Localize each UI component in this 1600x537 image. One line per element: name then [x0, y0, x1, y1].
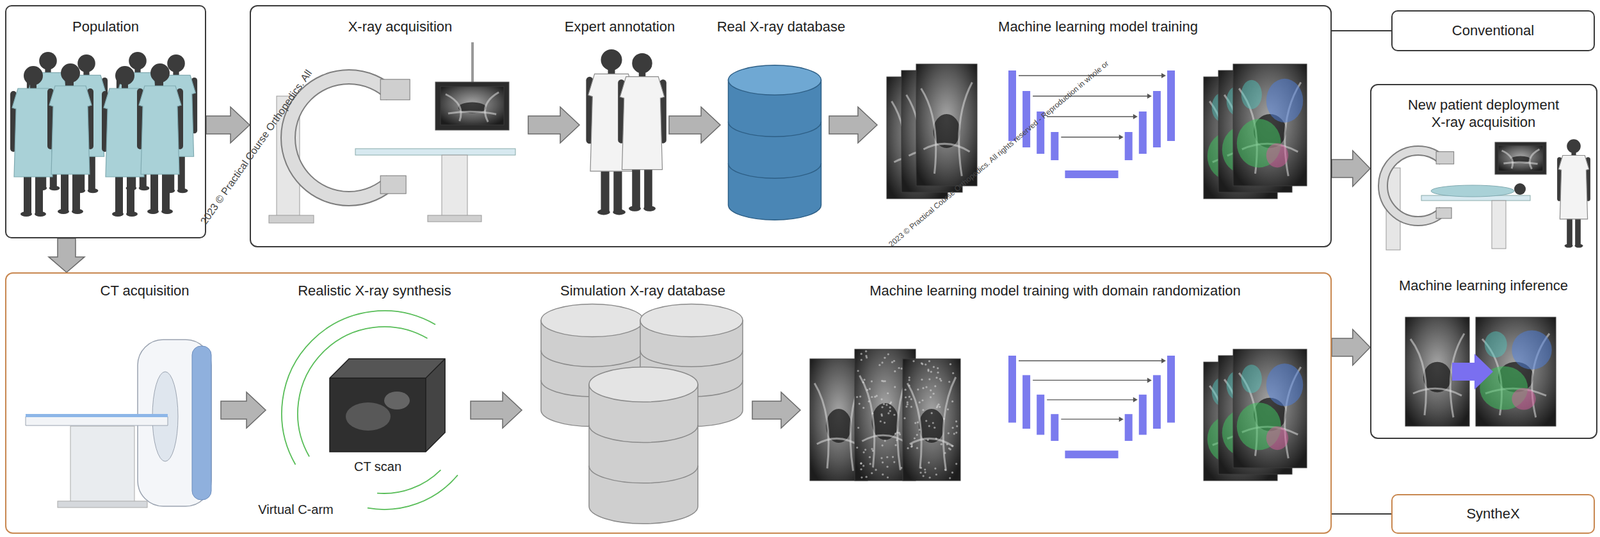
stage-label: New patient deployment X-ray acquisition [1400, 96, 1567, 132]
population-figures [10, 51, 198, 217]
stage-label: Simulation X-ray database [560, 281, 726, 300]
ct-scanner [25, 339, 212, 508]
unet-model [1008, 70, 1175, 178]
synthex-pipeline-panel: CT acquisition Realistic X-ray synthesis S… [5, 272, 1332, 534]
segmentation-stack [1203, 348, 1307, 481]
stage-label: Machine learning inference [1398, 276, 1568, 295]
ct-volume [329, 358, 445, 452]
block-arrow [1331, 150, 1371, 187]
pipeline-tag: Conventional [1391, 10, 1595, 52]
watermark: 2023 © Practical Course Orthopedics. All… [886, 58, 1111, 249]
real-database [728, 65, 822, 220]
connector-line [1331, 512, 1392, 515]
tag-label: Conventional [1452, 21, 1535, 40]
illustration-label: Virtual C-arm [258, 501, 333, 517]
simulated-xray-set [809, 348, 961, 481]
block-arrow [206, 106, 250, 143]
conventional-pipeline-panel: X-ray acquisition Expert annotation Real X… [249, 5, 1332, 248]
stage-label: Population [72, 17, 139, 36]
tag-label: SyntheX [1466, 504, 1520, 523]
connector-line [1331, 30, 1392, 32]
illustration-label: CT scan [354, 458, 402, 474]
population-panel: Population [5, 5, 207, 239]
stage-label: Realistic X-ray synthesis [297, 281, 452, 300]
pipeline-tag: SyntheX [1391, 493, 1595, 534]
stage-label: Real X-ray database [717, 17, 846, 36]
stage-label: Expert annotation [564, 17, 675, 36]
xray-stack [886, 64, 978, 199]
deployment-illustration [1382, 138, 1591, 426]
virtual-c-arm [281, 310, 458, 510]
unet-model [1008, 355, 1175, 458]
c-arm-illustration [268, 42, 516, 223]
deployment-panel: New patient deployment X-ray acquisition… [1370, 83, 1598, 439]
segmentation-stack [1203, 64, 1307, 199]
stage-label: X-ray acquisition [348, 17, 453, 36]
stage-label: CT acquisition [100, 281, 190, 300]
simulation-database [541, 303, 743, 524]
block-arrow [1331, 329, 1371, 365]
stage-label: Machine learning model training [998, 17, 1198, 36]
watermark: 2023 © Practical Course Orthopedics. All [197, 67, 315, 228]
expert-figures [585, 49, 666, 216]
stage-label: Machine learning model training with dom… [869, 281, 1241, 300]
block-arrow [48, 238, 85, 273]
